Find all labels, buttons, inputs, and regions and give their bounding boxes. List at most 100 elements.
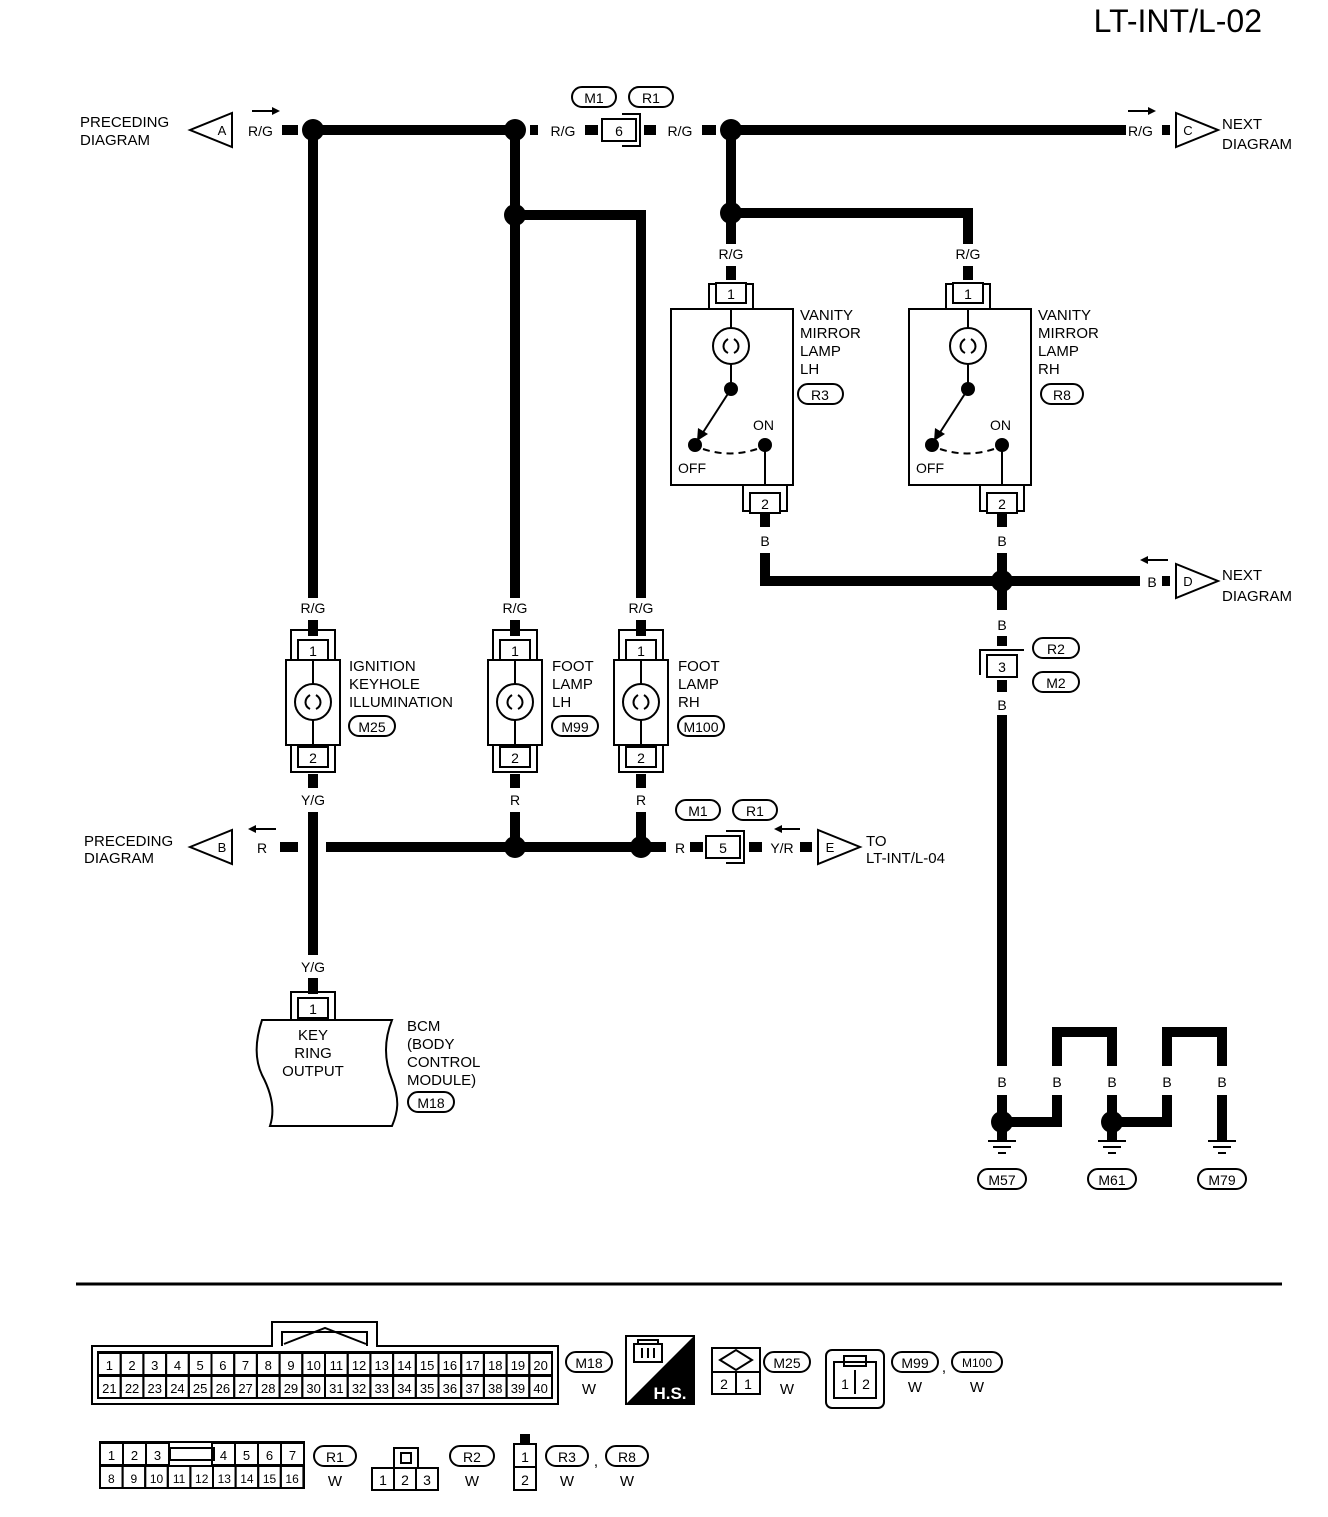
connector-b-label2: DIAGRAM (84, 850, 154, 867)
lamp-filament-icon (632, 694, 650, 710)
wire-segment (1107, 1095, 1172, 1127)
pin-number: 18 (488, 1358, 502, 1373)
ignition-wire-top: R/G (301, 600, 326, 616)
ground-m57-wire: B (997, 1074, 1006, 1090)
connector-e: E TO LT-INT/L-04 (817, 828, 945, 867)
wire-segment (760, 553, 1002, 586)
connector-b: PRECEDING DIAGRAM B R (84, 825, 276, 867)
bottom-joint-connector: R 5 M1 R1 Y/R (675, 799, 800, 864)
r3-legend-conn: R3 (558, 1449, 576, 1465)
bcm-name-1: (BODY (407, 1036, 455, 1053)
r1-legend-badge (313, 1445, 357, 1467)
m25-legend-color: W (780, 1381, 795, 1398)
switch-lever (938, 388, 969, 435)
pin-number: 6 (219, 1358, 226, 1373)
lamp-filament-icon (506, 694, 524, 710)
bcm-conn: M18 (417, 1095, 444, 1111)
ignition-pin-bottom: 2 (309, 750, 317, 766)
pin-number: 1 (108, 1448, 115, 1463)
r1-legend-conn: R1 (326, 1449, 344, 1465)
bcm-name-2: CONTROL (407, 1054, 480, 1071)
bcm-inner-2: OUTPUT (282, 1063, 344, 1080)
vanity-lh-pin-top: 1 (727, 286, 735, 302)
bcm-name-3: MODULE) (407, 1072, 476, 1089)
m18-latch (283, 1326, 367, 1345)
switch-arrow-icon (934, 428, 945, 441)
vanity-rh-off-label: OFF (916, 460, 944, 476)
pin-number: 39 (511, 1381, 525, 1396)
connector-d-letter: D (1183, 574, 1192, 589)
pin-number: 8 (108, 1472, 115, 1486)
bottom-joint-wire-right: Y/R (770, 840, 793, 856)
top-joint-connector: R/G R/G 6 M1 R1 (551, 86, 693, 147)
junction-dot (504, 836, 526, 858)
direction-arrow-icon (248, 825, 256, 833)
pin-number: 16 (285, 1472, 299, 1486)
vanity-lh-on-label: ON (753, 417, 774, 433)
r3-legend-badge (545, 1445, 589, 1467)
foot-lh-pin-bottom: 2 (511, 750, 519, 766)
vanity-lh-name-3: LH (800, 361, 819, 378)
pin-number: 21 (102, 1381, 116, 1396)
m18-legend-conn: M18 (575, 1355, 602, 1371)
top-joint-conn2: R1 (642, 90, 660, 106)
r1-legend-color: W (328, 1473, 343, 1490)
ground-m79-badge (1197, 1168, 1247, 1190)
vanity-mirror-lamp-rh: R/G 1 OFF ON 2 B VANITY MIRROR LAMP RH R… (908, 246, 1099, 549)
m99-legend-color: W (908, 1379, 923, 1396)
r8-legend-badge (605, 1445, 649, 1467)
m18-latch (281, 1331, 368, 1346)
pin-number: 37 (465, 1381, 479, 1396)
pin-number: 28 (261, 1381, 275, 1396)
foot-rh-name-0: FOOT (678, 658, 720, 675)
vanity-lh-wire-top: R/G (719, 246, 744, 262)
legend-m25: 2 1 M25 W (711, 1347, 811, 1398)
direction-arrow-icon (272, 107, 280, 115)
m25-pin: 1 (744, 1376, 752, 1392)
bcm-pin-bracket (290, 991, 336, 1020)
ground-joint-conn2-badge (1032, 671, 1080, 693)
pin-number: 34 (397, 1381, 411, 1396)
m25-legend-badge (763, 1351, 811, 1373)
bottom-joint-conn2: R1 (746, 803, 764, 819)
pin-number: 30 (306, 1381, 320, 1396)
hs-label: H.S. (653, 1384, 686, 1403)
lamp-bulb-icon (622, 683, 660, 721)
vanity-rh-name-1: MIRROR (1038, 325, 1099, 342)
top-joint-bracket (622, 113, 641, 147)
bcm-inner-1: RING (294, 1045, 332, 1062)
connector-c-wire: R/G (1128, 123, 1153, 139)
vanity-rh-wire-top: R/G (956, 246, 981, 262)
junction-dot (630, 836, 652, 858)
bottom-joint-pin-box (705, 835, 741, 859)
m25-pin: 2 (720, 1376, 728, 1392)
connector-c-label1: NEXT (1222, 116, 1262, 133)
foot-rh-pin-bracket (618, 745, 664, 773)
top-joint-wire-right: R/G (668, 123, 693, 139)
foot-lh-pin-bottom-box (499, 746, 531, 768)
pin-number: 29 (284, 1381, 298, 1396)
connector-c-letter: C (1183, 123, 1192, 138)
ground-joint-wire-bottom: B (997, 697, 1006, 713)
foot-rh-conn: M100 (683, 719, 718, 735)
pin-number: 12 (352, 1358, 366, 1373)
wire-segment (515, 210, 646, 598)
connector-a-label2: DIAGRAM (80, 132, 150, 149)
foot-lh-pin-bracket (492, 745, 538, 773)
r2-pin: 2 (401, 1472, 409, 1488)
r3-pin: 2 (521, 1472, 529, 1488)
pin-number: 14 (397, 1358, 411, 1373)
bcm-module: Y/G 1 KEY RING OUTPUT BCM (BODY CONTROL … (255, 959, 480, 1127)
pin-number: 7 (289, 1448, 296, 1463)
connector-d-wire: B (1147, 574, 1156, 590)
connector-a-letter: A (218, 123, 227, 138)
pin-number: 4 (174, 1358, 181, 1373)
ground-joint-wire-top: B (997, 617, 1006, 633)
ignition-keyhole-illumination: R/G 1 2 Y/G IGNITION KEYHOLE ILLUMINATIO… (285, 600, 453, 808)
m18-legend-badge (565, 1351, 613, 1373)
m99-legend-badge (891, 1351, 939, 1373)
ground-joint-pin-box (986, 654, 1018, 678)
